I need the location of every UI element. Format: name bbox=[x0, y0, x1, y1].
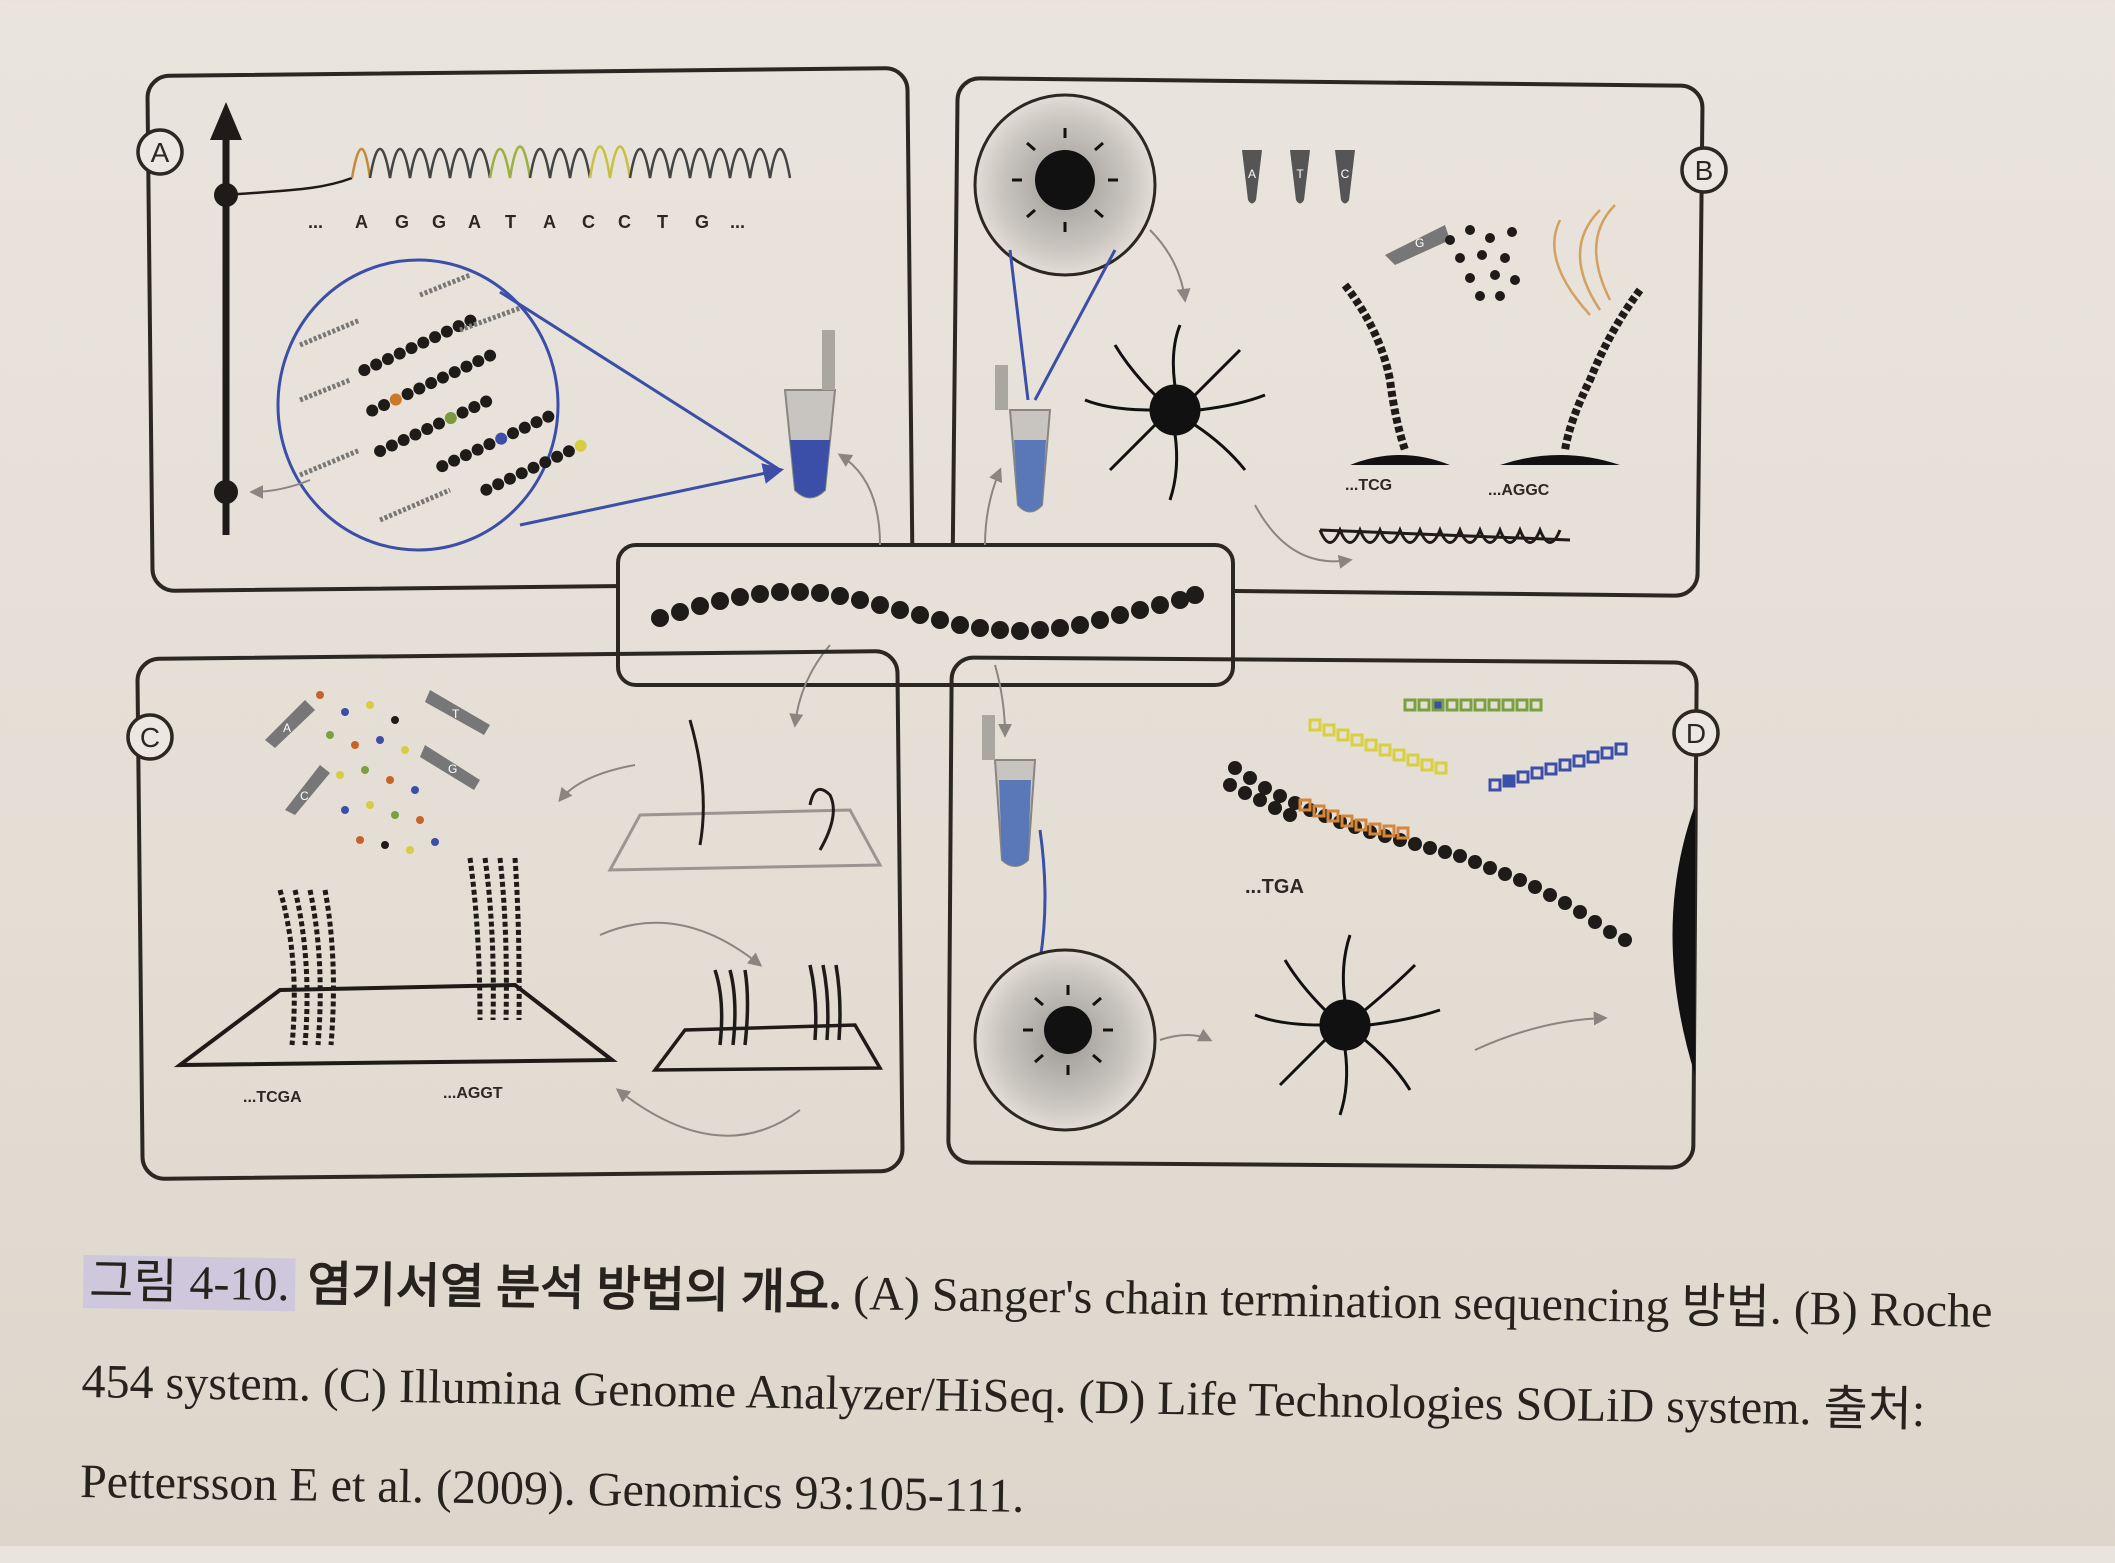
fragments-magnifier bbox=[276, 258, 560, 552]
svg-text:C: C bbox=[582, 212, 595, 232]
caption-source-label: 출처: bbox=[1823, 1382, 1926, 1437]
svg-text:T: T bbox=[505, 212, 516, 232]
picotiter-wells bbox=[1318, 525, 1571, 544]
caption-title: 염기서열 분석 방법의 개요. bbox=[307, 1258, 842, 1320]
panel-c-badge: C bbox=[126, 713, 174, 761]
panel-c-letter: C bbox=[140, 722, 160, 753]
svg-text:G: G bbox=[1415, 236, 1424, 250]
panel-c-reads: ...TCGA ...AGGT bbox=[243, 1085, 503, 1106]
probe-blue bbox=[1488, 742, 1628, 792]
svg-text:G: G bbox=[448, 762, 457, 776]
figure-caption: 그림 4-10. 염기서열 분석 방법의 개요. (A) Sanger's ch… bbox=[79, 1232, 2043, 1563]
panel-c: C A T C G ...TCGA ...AGGT bbox=[126, 649, 905, 1181]
panel-c-frame bbox=[135, 649, 905, 1181]
panel-a-letter: A bbox=[151, 137, 170, 168]
panel-a-badge: A bbox=[136, 128, 184, 176]
nucleotide-dots-c bbox=[316, 691, 439, 854]
panel-d: D bbox=[946, 655, 1720, 1170]
panel-a: A ... A G G A T A C C T G ... bbox=[136, 66, 915, 593]
probe-yellow bbox=[1308, 718, 1448, 775]
panel-b-letter: B bbox=[1695, 155, 1714, 186]
caption-label: 그림 4-10. bbox=[82, 1254, 296, 1312]
svg-text:T: T bbox=[1296, 167, 1304, 181]
svg-text:...: ... bbox=[730, 212, 745, 232]
caption-source: Pettersson E et al. (2009). Genomics 93:… bbox=[79, 1454, 1025, 1523]
svg-text:T: T bbox=[452, 707, 460, 721]
svg-text:G: G bbox=[695, 212, 709, 232]
tube-d-icon bbox=[982, 715, 1037, 867]
svg-text:...: ... bbox=[308, 212, 323, 232]
probe-orange bbox=[1298, 798, 1410, 840]
svg-text:A: A bbox=[468, 212, 481, 232]
pipettes-c: A T C G bbox=[265, 690, 490, 815]
sanger-sequence: ... A G G A T A C C T G ... bbox=[308, 212, 745, 232]
clusters-c bbox=[277, 857, 522, 1046]
tube-b-icon bbox=[995, 365, 1052, 513]
panel-d-badge: D bbox=[1672, 709, 1720, 757]
panel-b-reads: ...TCG ...AGGC bbox=[1345, 477, 1550, 499]
fragment-dots bbox=[299, 272, 587, 523]
chromatogram bbox=[350, 145, 792, 179]
flow-cell bbox=[173, 982, 618, 1068]
nucleotide-dots-b bbox=[1445, 225, 1520, 301]
svg-text:...TCGA: ...TCGA bbox=[243, 1089, 302, 1106]
svg-text:C: C bbox=[618, 212, 631, 232]
svg-text:...TCG: ...TCG bbox=[1345, 477, 1392, 494]
svg-text:...AGGT: ...AGGT bbox=[443, 1085, 503, 1102]
svg-text:A: A bbox=[283, 721, 291, 735]
probe-green bbox=[1403, 698, 1543, 712]
svg-text:G: G bbox=[395, 212, 409, 232]
panel-b: B A T C G bbox=[950, 76, 1728, 598]
immobilized-strands-b bbox=[1341, 204, 1644, 452]
nucleotide-tubes: A T C bbox=[1242, 150, 1355, 204]
dna-beads bbox=[651, 583, 1204, 640]
svg-text:C: C bbox=[300, 789, 309, 803]
panel-d-read: ...TGA bbox=[1245, 876, 1304, 898]
panel-d-letter: D bbox=[1686, 718, 1706, 749]
bead-starburst-d bbox=[1254, 934, 1441, 1116]
svg-text:A: A bbox=[543, 212, 556, 232]
svg-text:A: A bbox=[1248, 167, 1256, 181]
panel-b-badge: B bbox=[1680, 146, 1728, 194]
svg-text:G: G bbox=[432, 212, 446, 232]
svg-text:T: T bbox=[657, 212, 668, 232]
svg-text:C: C bbox=[1341, 167, 1350, 181]
tube-a-icon bbox=[783, 330, 837, 499]
ligation-strand bbox=[1223, 761, 1632, 947]
center-dna bbox=[616, 453, 1235, 738]
pipette-b-icon: G bbox=[1385, 225, 1450, 265]
sanger-axis-arrow-icon bbox=[210, 102, 242, 140]
svg-text:...AGGC: ...AGGC bbox=[1488, 482, 1550, 499]
panel-a-frame bbox=[145, 66, 915, 593]
panel-b-frame bbox=[950, 76, 1705, 598]
bead-starburst-b bbox=[1084, 324, 1266, 501]
svg-text:A: A bbox=[355, 212, 368, 232]
